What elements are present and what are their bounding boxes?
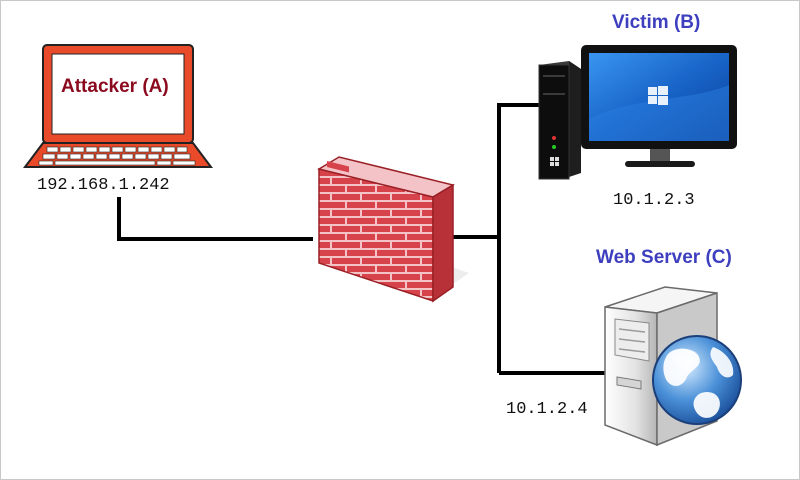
globe-icon <box>652 335 742 425</box>
attacker-ip: 192.168.1.242 <box>37 176 170 195</box>
attacker-label: Attacker (A) <box>61 76 169 97</box>
firewall-icon <box>317 156 469 303</box>
laptop-icon <box>23 44 213 168</box>
webserver-ip: 10.1.2.4 <box>506 400 588 419</box>
victim-link <box>497 103 539 373</box>
attacker-link <box>117 197 313 241</box>
webserver-label: Web Server (C) <box>596 247 732 268</box>
monitor-icon <box>581 45 737 167</box>
windows-logo-icon <box>648 86 668 105</box>
desktop-tower-icon <box>538 61 581 180</box>
victim-ip: 10.1.2.3 <box>613 191 695 210</box>
victim-label: Victim (B) <box>612 12 701 33</box>
